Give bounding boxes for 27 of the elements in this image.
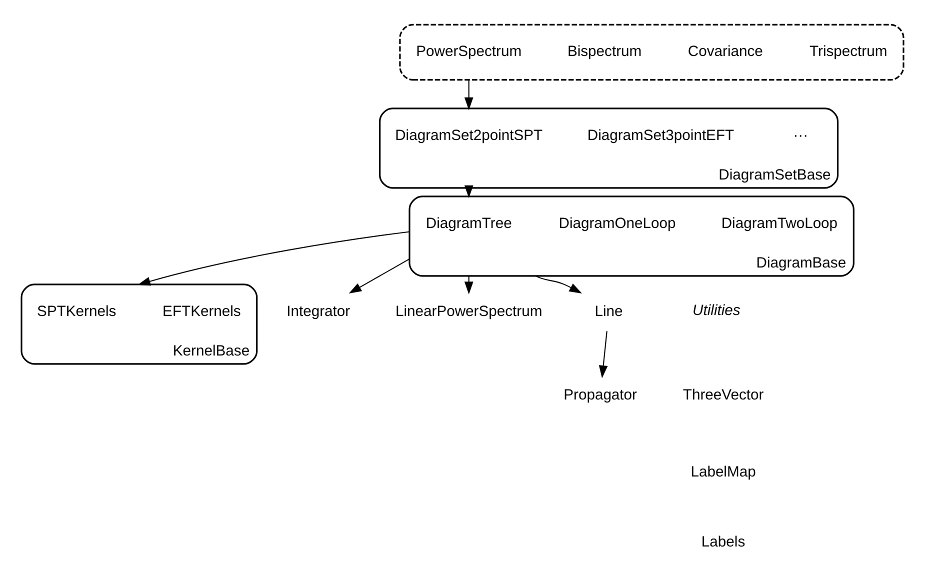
node-text: DiagramSet2pointSPT — [395, 127, 543, 144]
label: ThreeVector — [682, 387, 764, 404]
node-text: Line — [594, 303, 623, 320]
arrow — [348, 258, 410, 294]
node-text: Propagator — [564, 387, 637, 404]
node-text: DiagramTree — [426, 215, 512, 232]
arrow — [535, 274, 582, 293]
node-text: DiagramOneLoop — [558, 215, 676, 232]
arrow — [598, 330, 608, 378]
node-text: PowerSpectrum — [416, 44, 522, 60]
node-text: Integrator — [286, 303, 350, 320]
node-text: Bispectrum — [567, 44, 642, 60]
label: LabelMap — [690, 464, 756, 480]
node-text: DiagramTwoLoop — [721, 215, 838, 232]
node-text: DiagramSet3pointEFT — [587, 127, 734, 144]
node-text: LinearPowerSpectrum — [396, 303, 542, 320]
node-text: Covariance — [688, 44, 763, 60]
node-text: SPTKernels — [37, 303, 116, 320]
label: Labels — [701, 534, 746, 550]
node-text: Trispectrum — [810, 44, 888, 60]
arrow — [464, 79, 474, 110]
node-text: ··· — [793, 127, 808, 144]
label: Utilities — [692, 302, 740, 318]
arrow — [464, 184, 474, 198]
node-text: EFTKernels — [162, 303, 241, 320]
cluster — [399, 23, 904, 80]
arrow — [138, 230, 410, 286]
